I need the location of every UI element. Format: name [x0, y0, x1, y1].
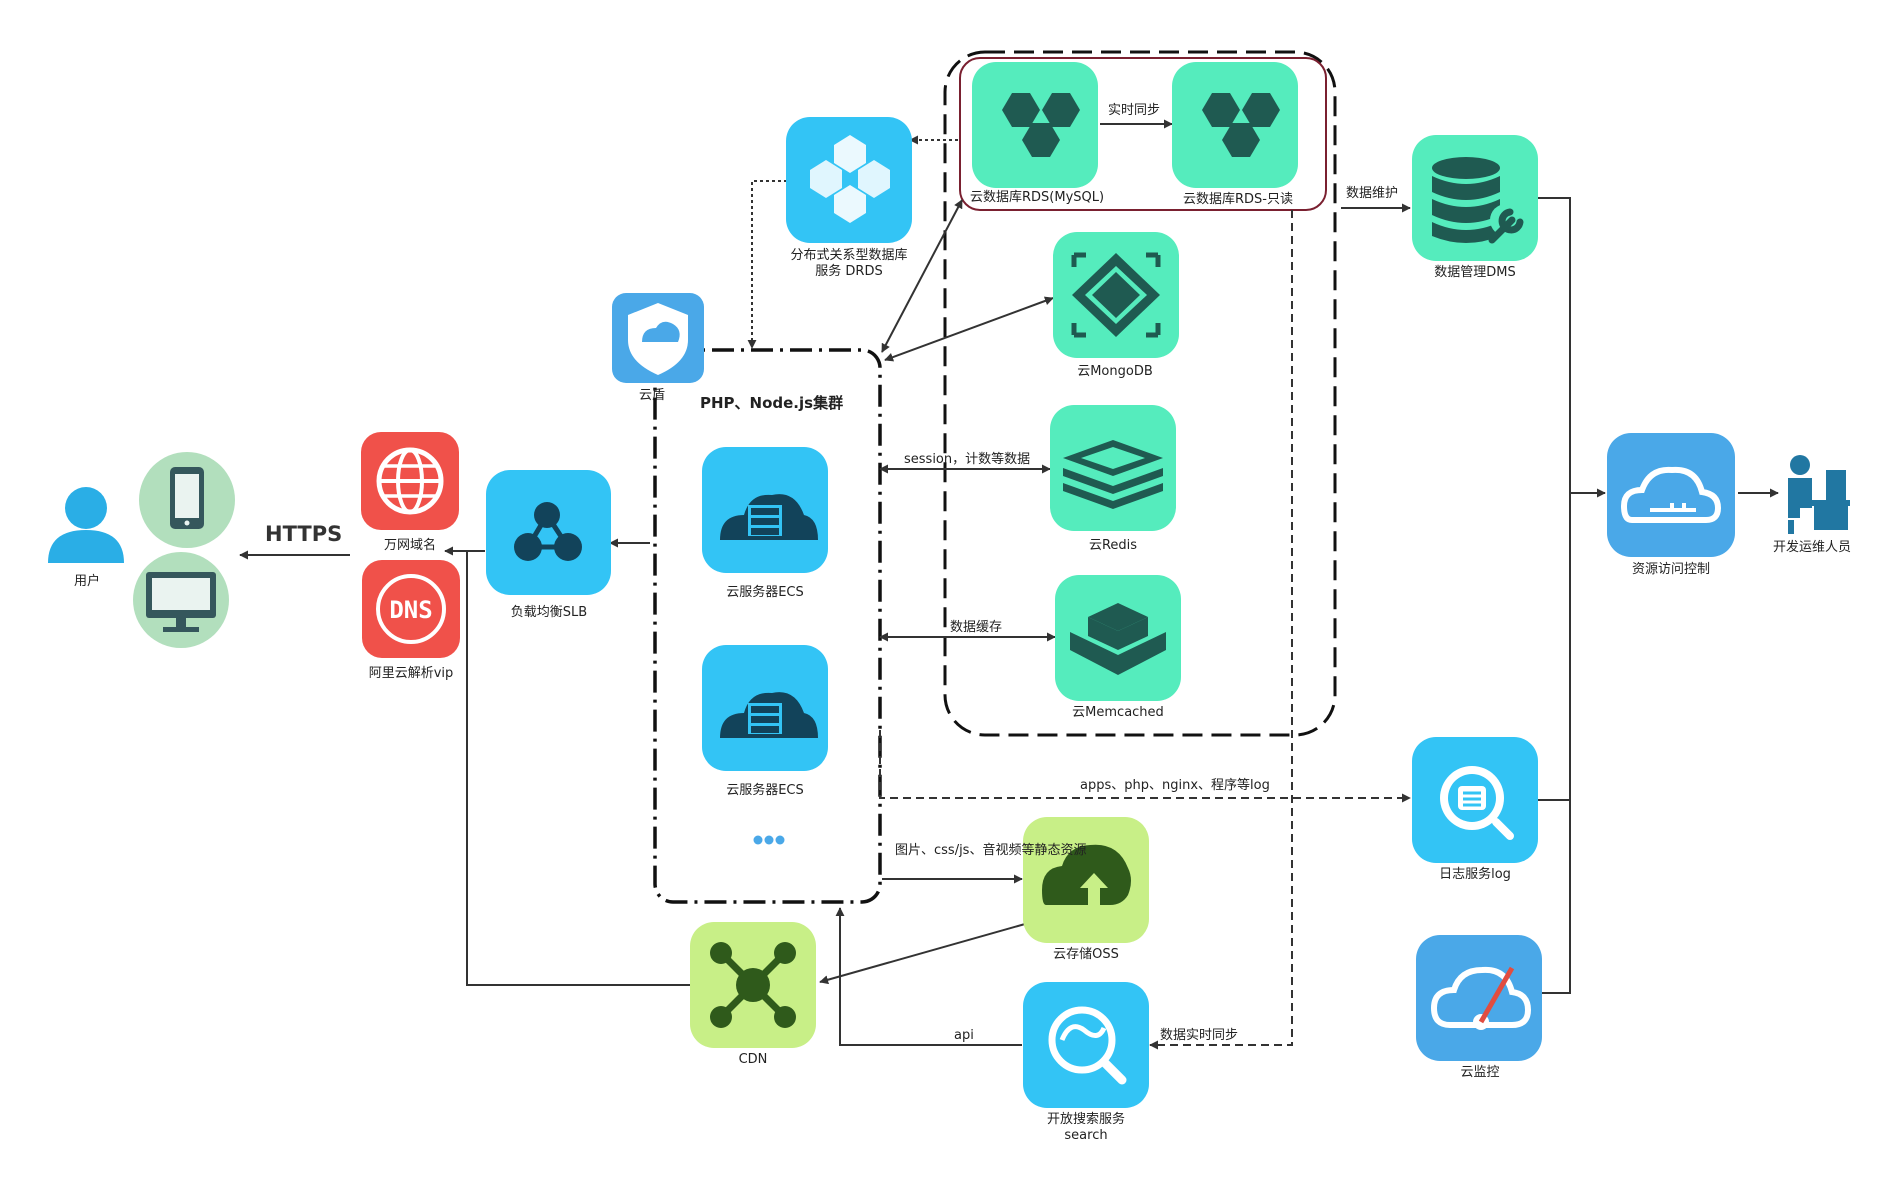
- edge-label-session: session，计数等数据: [904, 452, 1031, 467]
- edge-cluster-mongo: [884, 296, 1054, 362]
- edge-label-logs: apps、php、nginx、程序等log: [1080, 778, 1270, 793]
- rds-readonly-icon: [1172, 62, 1298, 188]
- rds-frame: [959, 57, 1327, 211]
- edge-label-https: HTTPS: [265, 522, 343, 546]
- label-memcached: 云Memcached: [1072, 705, 1164, 720]
- user-icon: [48, 487, 124, 563]
- cdn-icon: [690, 922, 816, 1048]
- drds-cube-icon: [786, 117, 912, 243]
- db-group-frame: [943, 50, 1337, 737]
- slb-icon: [486, 470, 611, 595]
- label-domain: 万网域名: [383, 538, 436, 553]
- edge-label-data-maintain: 数据维护: [1346, 186, 1399, 201]
- label-drds: 分布式关系型数据库服务 DRDS: [790, 248, 908, 279]
- label-shield: 云盾: [638, 388, 665, 403]
- redis-icon: [1050, 405, 1176, 531]
- dns-icon: DNS: [362, 560, 460, 658]
- label-oss: 云存储OSS: [1053, 947, 1119, 962]
- more-ellipsis-icon: [753, 835, 785, 845]
- edge-rds-search: [1149, 210, 1293, 1050]
- label-slb: 负载均衡SLB: [510, 605, 588, 620]
- label-dms: 数据管理DMS: [1434, 265, 1516, 280]
- label-user: 用户: [73, 574, 100, 589]
- cloud-monitor-icon: [1416, 935, 1542, 1061]
- label-ops: 开发运维人员: [1772, 540, 1851, 555]
- label-monitor: 云监控: [1460, 1065, 1500, 1080]
- edge-cdn-slb: [466, 551, 690, 986]
- label-redis: 云Redis: [1088, 538, 1138, 553]
- label-log: 日志服务log: [1439, 867, 1511, 882]
- oss-storage-icon: [1023, 817, 1149, 943]
- edge-label-realtime-sync: 实时同步: [1108, 103, 1161, 118]
- ecs-cloud-server-icon-2: [702, 645, 828, 771]
- svg-text:DNS: DNS: [389, 596, 432, 624]
- label-dns: 阿里云解析vip: [368, 666, 454, 681]
- domain-globe-icon: [361, 432, 459, 530]
- label-rds-readonly: 云数据库RDS-只读: [1183, 192, 1293, 207]
- edge-oss-cdn: [819, 923, 1026, 985]
- cluster-frame: [653, 348, 882, 904]
- phone-icon: [139, 452, 235, 548]
- label-cdn: CDN: [738, 1052, 768, 1067]
- label-mongodb: 云MongoDB: [1077, 364, 1153, 379]
- label-ecs-2: 云服务器ECS: [726, 783, 804, 798]
- edge-label-api: api: [954, 1028, 974, 1043]
- monitor-icon: [133, 552, 229, 648]
- label-rds-mysql: 云数据库RDS(MySQL): [970, 190, 1105, 205]
- ecs-cloud-server-icon-1: [702, 447, 828, 573]
- edge-label-search-sync: 数据实时同步: [1160, 1028, 1239, 1043]
- dms-database-icon: [1412, 135, 1538, 261]
- edge-label-cache: 数据缓存: [950, 620, 1003, 635]
- rds-mysql-icon: [972, 62, 1098, 188]
- edge-search-cluster: [835, 907, 1022, 1046]
- edge-cluster-log: [879, 730, 1411, 803]
- edge-dms-bus: [1538, 197, 1571, 994]
- memcached-icon: [1055, 575, 1181, 701]
- edge-drds-cluster: [747, 180, 787, 349]
- ops-person-icon: [1788, 455, 1850, 534]
- label-ecs-1: 云服务器ECS: [726, 585, 804, 600]
- mongodb-icon: [1053, 232, 1179, 358]
- ram-access-control-icon: [1607, 433, 1735, 557]
- edge-label-static: 图片、css/js、音视频等静态资源: [895, 843, 1087, 858]
- cluster-title: PHP、Node.js集群: [700, 394, 844, 412]
- shield-icon: [612, 293, 704, 383]
- log-service-icon: [1412, 737, 1538, 863]
- open-search-icon: [1023, 982, 1149, 1108]
- label-search: 开放搜索服务 search: [1046, 1112, 1125, 1143]
- label-ram: 资源访问控制: [1631, 562, 1710, 577]
